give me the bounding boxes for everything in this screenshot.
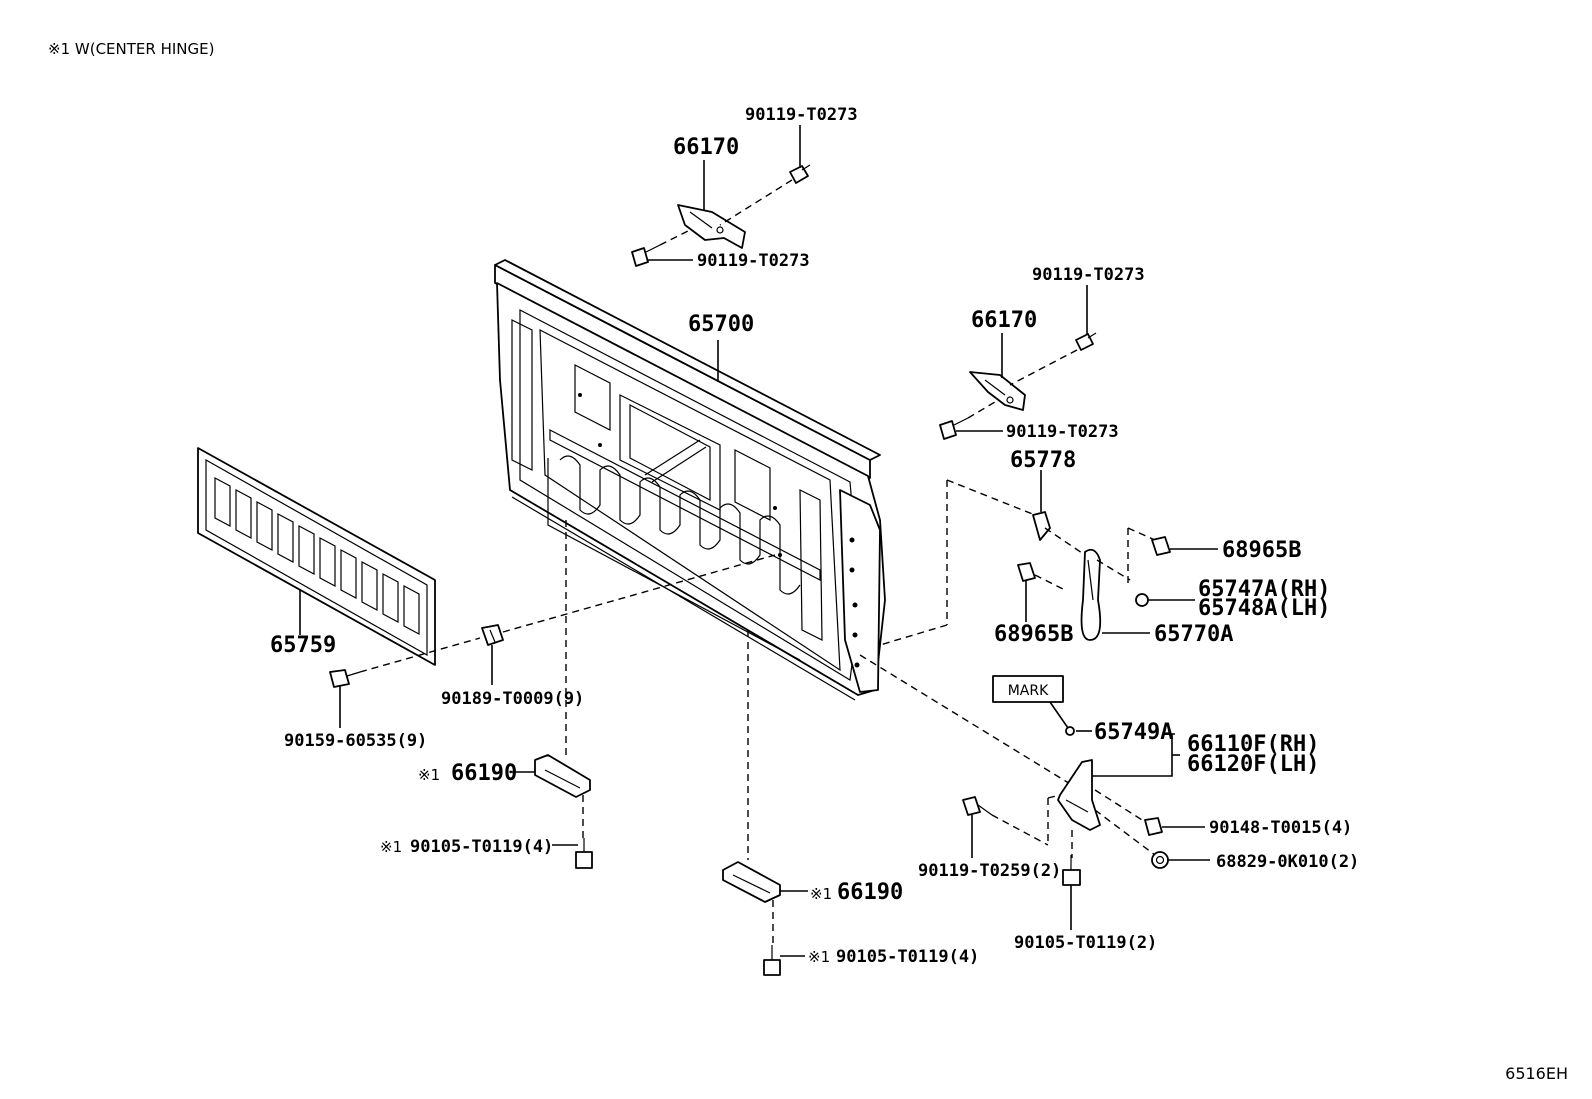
label-65747A: 65747A(RH) (1198, 577, 1330, 602)
label-90119-T0273-top2: 90119-T0273 (697, 251, 810, 271)
label-90119-T0259: 90119-T0259(2) (918, 861, 1061, 881)
bolt-90105-left (575, 838, 593, 869)
label-90105-T0119-bottom: 90105-T0119(4) (836, 947, 979, 967)
mark-label: MARK (1008, 683, 1049, 699)
screw-90159 (329, 669, 361, 688)
diagram-code: 6516EH (1505, 1064, 1568, 1083)
bolt-top-1 (789, 164, 811, 184)
center-hinge-note: ※1 W(CENTER HINGE) (48, 40, 215, 58)
label-90119-T0273-right1: 90119-T0273 (1032, 265, 1145, 285)
inner-cover-panel (197, 447, 436, 666)
label-65770A: 65770A (1154, 622, 1233, 647)
bolt-top-2 (631, 244, 661, 267)
label-68829-0K010: 68829-0K010(2) (1216, 852, 1359, 872)
nut-68829 (1151, 851, 1169, 869)
label-65748A: 65748A(LH) (1198, 596, 1330, 621)
label-65749A: 65749A (1094, 720, 1173, 745)
bolt-90105-bottom (763, 945, 781, 976)
label-65759: 65759 (270, 633, 336, 658)
bolt-90105-center (1062, 855, 1081, 886)
label-68965B-a: 68965B (1222, 538, 1301, 563)
cable-65770A (1080, 548, 1102, 641)
bolt-90148 (1144, 817, 1163, 836)
label-66170-right: 66170 (971, 308, 1037, 333)
label-90159-60535: 90159-60535(9) (284, 731, 427, 751)
striker-65778 (1032, 511, 1051, 541)
label-66170-top: 66170 (673, 135, 739, 160)
bolt-right-1 (1075, 332, 1097, 351)
tailgate-panel (494, 259, 886, 701)
mark-90105-left: ※1 (380, 838, 402, 856)
bolt-68965B-a (1151, 536, 1171, 556)
bolt-68965B-b (1017, 562, 1036, 582)
label-90148-T0015: 90148-T0015(4) (1209, 818, 1352, 838)
bolt-right-2 (939, 417, 969, 440)
label-68965B-b: 68965B (994, 622, 1073, 647)
part-labels: 90119-T0273 66170 90119-T0273 65700 9011… (270, 105, 1359, 967)
clip-90189 (481, 624, 504, 646)
label-90105-T0119-left: 90105-T0119(4) (410, 837, 553, 857)
center-hinge-66190-bottom (722, 861, 781, 903)
label-66120F: 66120F(LH) (1187, 752, 1319, 777)
label-90119-T0273-top1: 90119-T0273 (745, 105, 858, 125)
plug-65749A (1065, 726, 1075, 736)
mark-66190-left: ※1 (418, 766, 440, 784)
label-66110F: 66110F(RH) (1187, 732, 1319, 757)
right-hinge-bracket (969, 371, 1026, 411)
top-hinge-bracket (677, 204, 746, 249)
label-90119-T0273-right2: 90119-T0273 (1006, 422, 1119, 442)
label-65700: 65700 (688, 312, 754, 337)
lower-hinge-66110F (1057, 759, 1101, 831)
label-90105-T0119-center: 90105-T0119(2) (1014, 933, 1157, 953)
label-66190-left: 66190 (451, 761, 517, 786)
mark-callout: MARK (992, 675, 1064, 703)
bolt-90119-T0259 (962, 796, 993, 816)
label-65778: 65778 (1010, 448, 1076, 473)
mark-90105-bottom: ※1 (808, 948, 830, 966)
mark-66190-bottom: ※1 (810, 885, 832, 903)
center-hinge-66190-left (534, 754, 591, 798)
label-66190-bottom: 66190 (837, 880, 903, 905)
nut-65747A (1135, 593, 1149, 607)
label-90189-T0009: 90189-T0009(9) (441, 689, 584, 709)
